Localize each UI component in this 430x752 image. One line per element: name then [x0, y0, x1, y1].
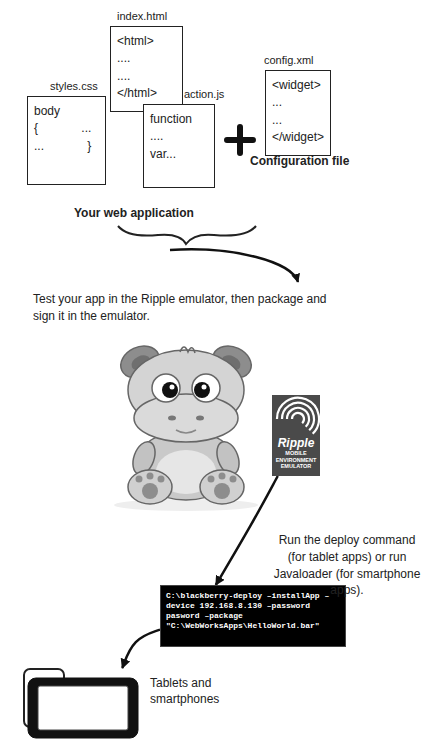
caption-label: Your web application: [74, 205, 244, 222]
ripple-swirl: [272, 395, 320, 437]
node-text: body { ... ... }: [34, 103, 99, 155]
step-note: Test your app in the Ripple emulator, th…: [33, 291, 351, 325]
hippo-illustration: [196, 416, 204, 421]
hippo-illustration: [202, 385, 207, 390]
flow-arrow: [122, 630, 160, 668]
file-sheet: styles.cssbody { ... ... }: [27, 96, 106, 185]
file-name: index.html: [117, 10, 167, 23]
hippo-illustration: [192, 374, 220, 402]
curly-brace: [118, 226, 256, 244]
hippo-illustration: [114, 499, 258, 511]
plus-sign: [227, 127, 253, 153]
ripple-swirl: [292, 413, 304, 423]
hippo-illustration: [208, 476, 215, 483]
file-sheet: action.jsfunction .... var...: [143, 104, 215, 188]
node-text: MOBILE ENVIRONMENT EMULATOR: [274, 450, 318, 469]
hippo-illustration: [176, 430, 196, 433]
ripple-swirl: [287, 408, 309, 427]
hippo-illustration: [152, 374, 180, 402]
hippo-illustration: [168, 416, 176, 421]
hippo-illustration: [128, 470, 172, 504]
hippo-illustration: [162, 382, 178, 398]
ripple-logo: RippleMOBILE ENVIRONMENT EMULATOR: [272, 395, 320, 476]
hippo-illustration: [147, 473, 154, 480]
hippo-illustration: [136, 476, 143, 483]
hippo-illustration: [180, 347, 195, 353]
curly-brace: [118, 226, 256, 244]
ripple-swirl: [277, 398, 319, 434]
node-text: function .... var...: [150, 111, 208, 163]
hippo-illustration: [194, 382, 210, 398]
flow-arrow: [170, 249, 298, 282]
node-text: Ripple: [274, 437, 318, 450]
hippo-illustration: [214, 483, 230, 499]
file-name: action.js: [184, 88, 224, 101]
node-text: <widget> ... ... </widget>: [272, 77, 324, 147]
hippo-illustration: [219, 473, 226, 480]
hippo-illustration: [170, 385, 175, 390]
hippo-illustration: [114, 340, 258, 511]
hippo-illustration: [134, 394, 238, 442]
flow-arrow: [216, 476, 278, 585]
plus-sign: [227, 127, 253, 153]
device-figure: Tablets and smartphones: [22, 668, 140, 740]
hippo-illustration: [200, 470, 244, 504]
caption-label: Configuration file: [250, 153, 400, 170]
node-text: C:\blackberry-deploy –installApp –device…: [166, 591, 340, 631]
file-sheet: index.html<html> .... .... </html>: [110, 26, 183, 112]
tablet-frame: [28, 678, 138, 738]
node-text: <html> .... .... </html>: [117, 33, 176, 103]
tablet-figure: [22, 668, 140, 740]
tablet-screen: [38, 686, 128, 730]
file-name: styles.css: [50, 80, 98, 93]
file-name: Tablets and smartphones: [150, 676, 242, 707]
config-sheet: config.xml<widget> ... ... </widget>: [265, 70, 331, 156]
ripple-swirl: [282, 403, 314, 430]
step-note: Run the deploy command (for tablet apps)…: [270, 532, 424, 599]
hippo-illustration: [230, 476, 237, 483]
hippo-illustration: [142, 483, 158, 499]
hippo-illustration: [158, 476, 165, 483]
terminal-box: C:\blackberry-deploy –installApp –device…: [160, 585, 346, 647]
flow-arrow: [170, 249, 298, 282]
file-name: config.xml: [264, 54, 314, 67]
